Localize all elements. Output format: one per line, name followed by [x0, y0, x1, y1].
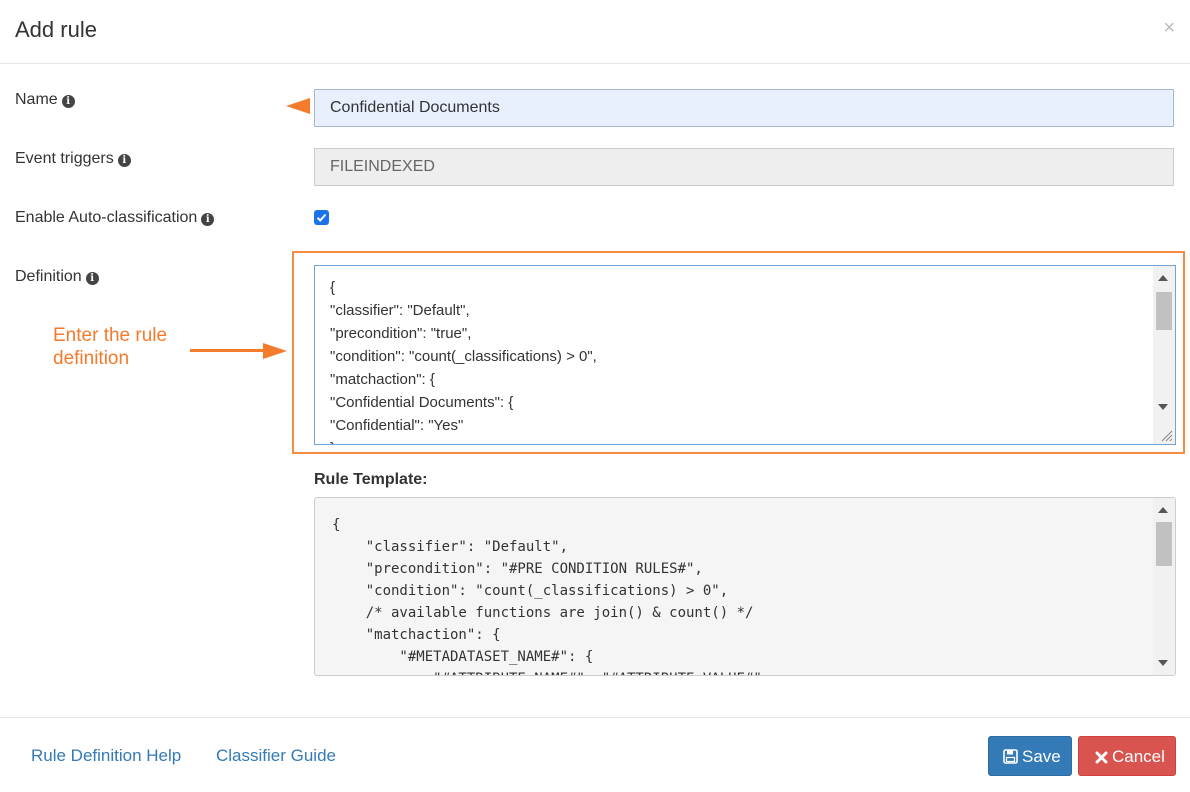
name-input[interactable]: Confidential Documents: [314, 89, 1174, 127]
definition-label: Definition: [15, 268, 82, 285]
classifier-guide-link[interactable]: Classifier Guide: [216, 746, 336, 765]
scroll-thumb[interactable]: [1156, 292, 1172, 330]
annotation-line-1: Enter the rule: [53, 325, 168, 346]
auto-classification-label: Enable Auto-classification: [15, 209, 198, 226]
event-triggers-label: Event triggers: [15, 150, 114, 167]
rule-template-label: Rule Template:: [314, 471, 428, 488]
resize-grip-icon[interactable]: [1153, 422, 1175, 444]
annotation-arrow-name: [286, 98, 310, 114]
info-circle-icon[interactable]: i: [117, 154, 131, 167]
scroll-up-arrow-icon[interactable]: [1158, 507, 1168, 513]
scroll-down-arrow-icon[interactable]: [1158, 404, 1168, 410]
name-label: Name: [15, 91, 58, 108]
auto-classification-checkbox[interactable]: [314, 210, 329, 225]
cancel-button[interactable]: Cancel: [1078, 736, 1176, 776]
definition-text: { "classifier": "Default", "precondition…: [330, 279, 597, 444]
annotation-arrow-line: [190, 349, 265, 352]
dialog-title: Add rule: [15, 17, 97, 42]
save-label: Save: [1022, 747, 1061, 766]
modal-header: Add rule ×: [0, 0, 1190, 64]
scroll-down-arrow-icon[interactable]: [1158, 660, 1168, 666]
checkmark-icon: [316, 213, 327, 222]
modal-footer: [0, 717, 1190, 792]
highlight-box: [292, 251, 1185, 454]
rule-definition-help-link[interactable]: Rule Definition Help: [31, 746, 182, 765]
definition-textarea[interactable]: { "classifier": "Default", "precondition…: [314, 265, 1176, 445]
times-icon: [1095, 739, 1108, 779]
info-circle-icon[interactable]: i: [85, 272, 99, 285]
annotation-arrow-head: [263, 343, 287, 359]
floppy-disk-icon: [1003, 739, 1018, 779]
info-circle-icon[interactable]: i: [61, 95, 75, 108]
rule-template-text: { "classifier": "Default", "precondition…: [332, 517, 762, 675]
cancel-label: Cancel: [1112, 747, 1165, 766]
scroll-up-arrow-icon[interactable]: [1158, 275, 1168, 281]
scroll-thumb[interactable]: [1156, 522, 1172, 566]
annotation-line-2: definition: [53, 348, 130, 369]
event-triggers-field[interactable]: FILEINDEXED: [314, 148, 1174, 186]
info-circle-icon[interactable]: i: [201, 213, 215, 226]
close-icon[interactable]: ×: [1163, 17, 1175, 39]
annotation-text: Enter the rule definition: [53, 324, 167, 370]
save-button[interactable]: Save: [988, 736, 1072, 776]
rule-template-box: { "classifier": "Default", "precondition…: [314, 497, 1176, 676]
template-scrollbar[interactable]: [1153, 498, 1175, 675]
definition-scrollbar[interactable]: [1153, 266, 1175, 444]
